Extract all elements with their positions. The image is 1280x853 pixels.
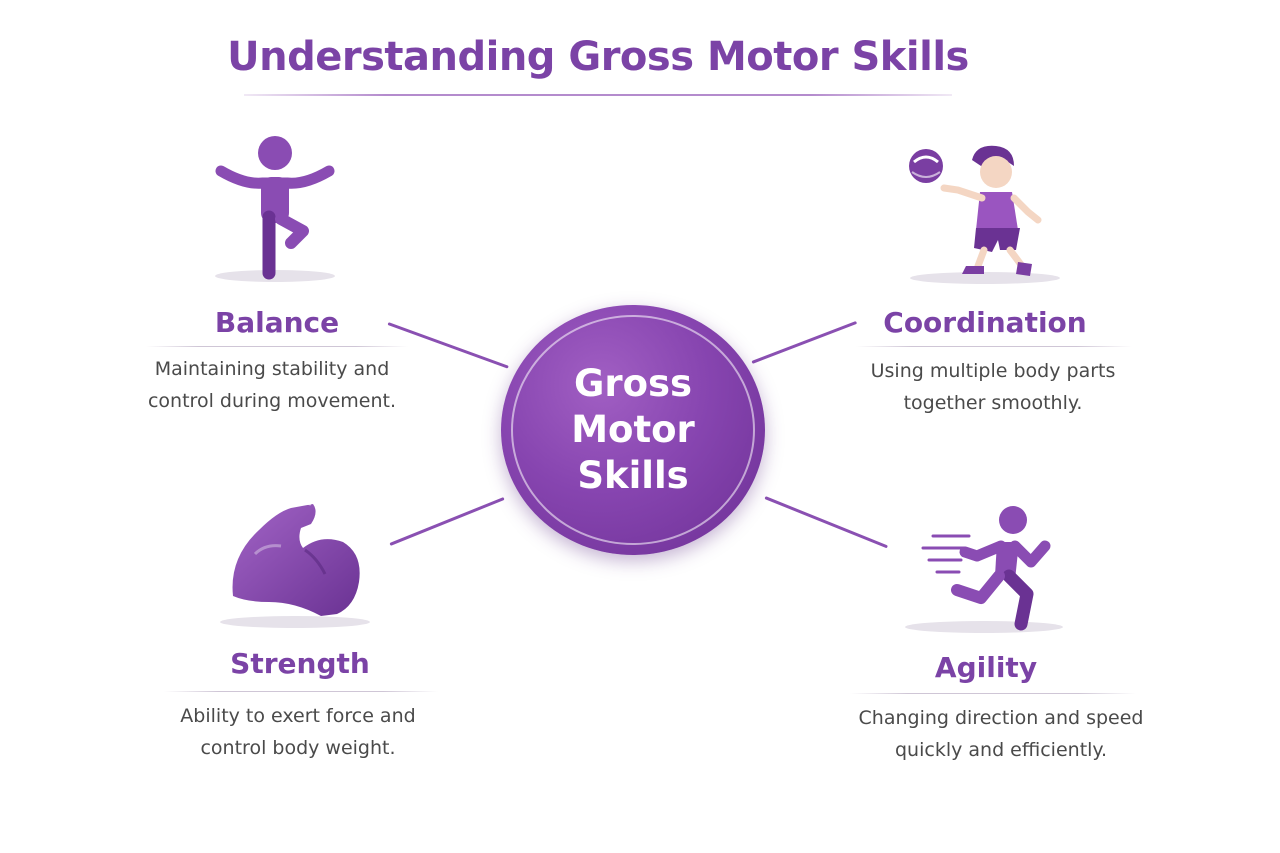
skill-desc-line: Changing direction and speed <box>858 707 1144 729</box>
skill-desc-line: Using multiple body parts <box>870 360 1116 382</box>
skill-desc-balance: Maintaining stability and control during… <box>122 353 422 417</box>
page-title: Understanding Gross Motor Skills <box>227 34 969 80</box>
strength-icon-shadow <box>220 616 370 628</box>
skill-divider-strength <box>164 691 438 692</box>
running-figure-icon <box>921 506 1051 631</box>
skill-desc-line: Ability to exert force and <box>180 705 416 727</box>
balance-icon-shadow <box>215 270 335 282</box>
skill-title-coordination: Coordination <box>883 306 1087 339</box>
hub-label: Gross Motor Skills <box>571 362 695 497</box>
connector-strength <box>389 497 505 546</box>
connector-coordination <box>751 320 858 364</box>
skill-desc-line: control during movement. <box>147 390 397 412</box>
skill-desc-coordination: Using multiple body parts together smoot… <box>843 355 1143 419</box>
coordination-icon-shadow <box>910 272 1060 284</box>
balance-pose-icon <box>215 136 335 280</box>
title-divider <box>244 94 952 96</box>
skill-title-agility: Agility <box>934 651 1038 684</box>
skill-desc-line: quickly and efficiently. <box>895 739 1107 761</box>
hub-ring <box>511 315 755 545</box>
skill-divider-balance <box>146 346 408 347</box>
skill-desc-strength: Ability to exert force and control body … <box>148 700 448 764</box>
skill-title-balance: Balance <box>214 306 340 339</box>
skill-divider-coordination <box>856 346 1132 347</box>
skill-desc-line: together smoothly. <box>903 392 1083 414</box>
flexed-arm-icon <box>232 500 360 616</box>
skill-desc-line: Maintaining stability and <box>154 358 390 380</box>
skill-desc-line: control body weight. <box>200 737 396 759</box>
child-throwing-ball-icon <box>909 145 1042 276</box>
skill-desc-agility: Changing direction and speed quickly and… <box>833 702 1169 766</box>
skill-divider-agility <box>850 693 1136 694</box>
skill-title-strength: Strength <box>230 647 370 680</box>
center-hub: Gross Motor Skills <box>501 305 765 555</box>
connector-agility <box>764 496 888 549</box>
